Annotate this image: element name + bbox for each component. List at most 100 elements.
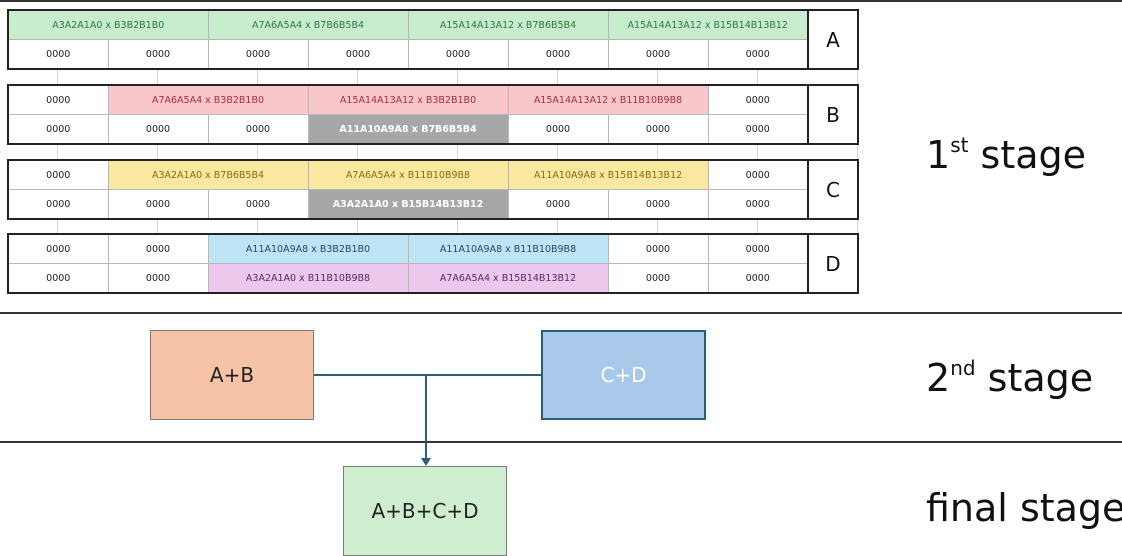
zero-cell: 0000 [7,189,109,220]
partial-product-cell: A3A2A1A0 x B11B10B9B8 [207,263,409,294]
stage-label-2nd: 2nd stage [926,356,1094,400]
zero-cell: 0000 [607,263,709,294]
box-final-sum: A+B+C+D [343,466,507,556]
zero-cell: 0000 [7,114,109,145]
gridline-tick [657,70,658,84]
zero-cell: 0000 [207,114,309,145]
top-separator [0,0,1122,2]
partial-product-cell: A3A2A1A0 x B7B6B5B4 [107,159,309,190]
gridline-tick [757,220,758,234]
gridline-tick [557,145,558,159]
gridline-tick [157,220,158,234]
zero-cell: 0000 [507,39,609,70]
partial-product-cell: A11A10A9A8 x B3B2B1B0 [207,233,409,264]
partial-product-cell: A7A6A5A4 x B7B6B5B4 [207,9,409,40]
zero-cell: 0000 [207,39,309,70]
gridline-tick [757,70,758,84]
gridline-tick [657,145,658,159]
zero-cell: 0000 [707,84,809,115]
stage-label-final: final stage [926,486,1122,530]
partial-product-cell: A7A6A5A4 x B15B14B13B12 [407,263,609,294]
gridline-tick [257,220,258,234]
zero-cell: 0000 [107,233,209,264]
zero-cell: 0000 [7,159,109,190]
gridline-tick [457,220,458,234]
gridline-tick [57,145,58,159]
arrow-head-icon [421,458,431,466]
partial-product-cell: A15A14A13A12 x B11B10B9B8 [507,84,709,115]
partial-product-cell: A11A10A9A8 x B11B10B9B8 [407,233,609,264]
zero-cell: 0000 [607,39,709,70]
gridline-tick [857,145,858,159]
gridline-tick [457,70,458,84]
partial-product-cell: A11A10A9A8 x B7B6B5B4 [307,114,509,145]
zero-cell: 0000 [707,263,809,294]
gridline-tick [857,70,858,84]
gridline-tick [657,220,658,234]
box-a-plus-b: A+B [150,330,314,420]
zero-cell: 0000 [707,39,809,70]
zero-cell: 0000 [307,39,409,70]
partial-product-cell: A11A10A9A8 x B15B14B13B12 [507,159,709,190]
zero-cell: 0000 [607,114,709,145]
gridline-tick [257,145,258,159]
gridline-tick [757,145,758,159]
partial-product-cell: A3A2A1A0 x B3B2B1B0 [7,9,209,40]
tick-gap-bc [7,145,858,159]
gridline-tick [157,145,158,159]
gridline-tick [457,145,458,159]
zero-cell: 0000 [507,189,609,220]
gridline-tick [157,70,158,84]
stage-separator-1 [0,312,1122,314]
stage-label-1st: 1st stage [926,133,1087,177]
zero-cell: 0000 [107,114,209,145]
zero-cell: 0000 [107,189,209,220]
partial-product-cell: A15A14A13A12 x B15B14B13B12 [607,9,809,40]
group-label: A [807,9,859,70]
zero-cell: 0000 [107,263,209,294]
tick-gap-ab [7,70,858,84]
gridline-tick [557,70,558,84]
partial-product-cell: A3A2A1A0 x B15B14B13B12 [307,189,509,220]
partial-product-cell: A15A14A13A12 x B7B6B5B4 [407,9,609,40]
group-label: B [807,84,859,145]
gridline-tick [857,220,858,234]
partial-product-cell: A15A14A13A12 x B3B2B1B0 [307,84,509,115]
gridline-tick [357,220,358,234]
tick-gap-cd [7,220,858,234]
gridline-tick [57,70,58,84]
zero-cell: 0000 [7,233,109,264]
zero-cell: 0000 [607,233,709,264]
zero-cell: 0000 [707,159,809,190]
zero-cell: 0000 [7,263,109,294]
gridline-tick [357,145,358,159]
group-label: D [807,233,859,294]
gridline-tick [257,70,258,84]
stage-separator-2 [0,441,1122,443]
gridline-tick [357,70,358,84]
zero-cell: 0000 [107,39,209,70]
group-label: C [807,159,859,220]
zero-cell: 0000 [507,114,609,145]
zero-cell: 0000 [207,189,309,220]
zero-cell: 0000 [407,39,509,70]
zero-cell: 0000 [707,233,809,264]
partial-product-cell: A7A6A5A4 x B11B10B9B8 [307,159,509,190]
zero-cell: 0000 [607,189,709,220]
zero-cell: 0000 [7,84,109,115]
zero-cell: 0000 [7,39,109,70]
zero-cell: 0000 [707,189,809,220]
box-c-plus-d: C+D [541,330,706,420]
partial-product-cell: A7A6A5A4 x B3B2B1B0 [107,84,309,115]
